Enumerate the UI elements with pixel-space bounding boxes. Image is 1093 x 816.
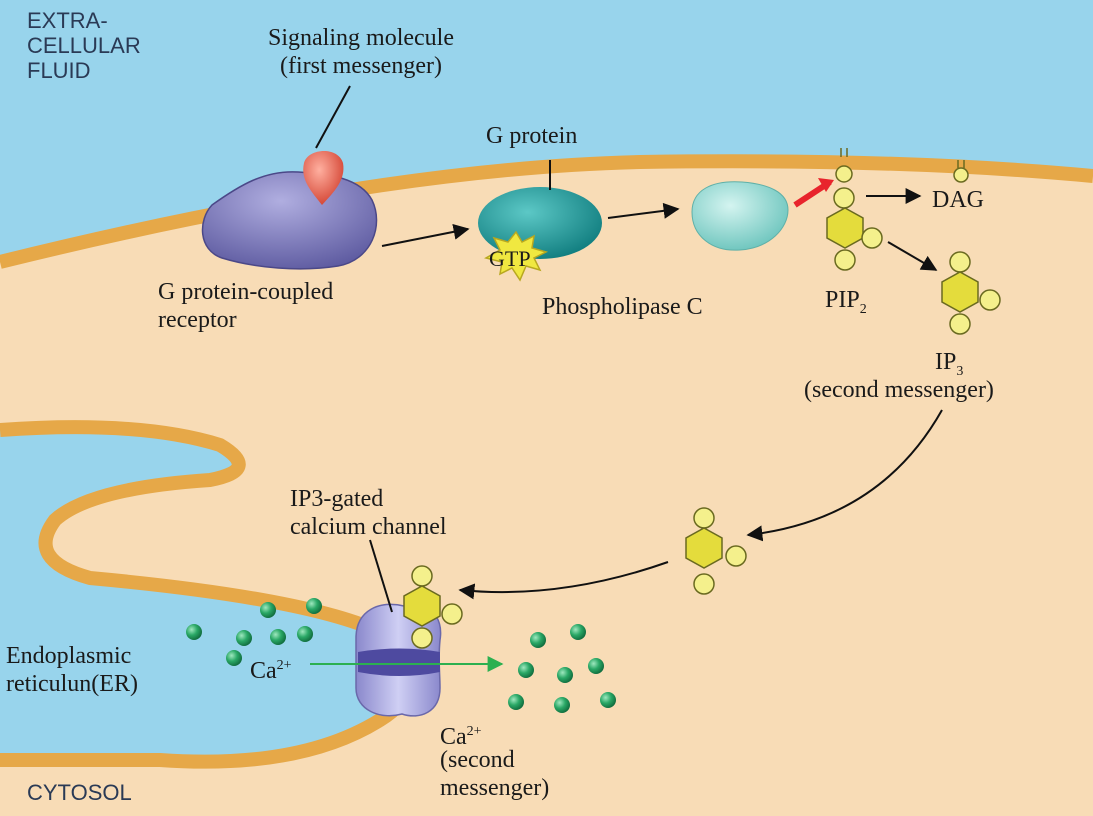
gpcr-text: G protein-coupled receptor (158, 279, 334, 333)
signaling-molecule (303, 150, 344, 205)
ca-inside-label: Ca2+ (250, 652, 292, 685)
pip2-label: PIP2 (825, 286, 867, 324)
cytosol-label: CYTOSOL (27, 780, 132, 805)
extracellular-text: EXTRA- CELLULAR FLUID (27, 8, 141, 83)
phospholipase-c-label: Phospholipase C (542, 294, 703, 320)
calcium-ions-er (186, 598, 322, 666)
gpcr-receptor (201, 171, 378, 270)
ca-released-sup: 2+ (466, 724, 482, 739)
ip3-bound-channel (403, 565, 463, 649)
signaling-pointer-line (315, 85, 351, 149)
ca-released-label: Ca2+ (440, 718, 482, 751)
channel-pore (358, 648, 440, 676)
ca-released-description: (second messenger) (440, 746, 549, 802)
ca-released-base: Ca (440, 724, 467, 750)
pip2-molecule (826, 148, 883, 271)
ip3-molecule (941, 251, 1001, 335)
ca-inside-sup: 2+ (276, 658, 292, 673)
gpcr-label: G protein-coupled receptor (158, 278, 333, 334)
ip3-base: IP (935, 349, 957, 375)
er-text: Endoplasmic reticulun(ER) (6, 643, 138, 697)
arrow-ip3-to-channel (458, 561, 669, 600)
ca-released-desc-text: (second messenger) (440, 747, 550, 801)
arrow-to-ip3 (887, 241, 938, 271)
er-membrane (0, 420, 417, 769)
pip2-base: PIP (825, 287, 860, 313)
signaling-molecule-label: Signaling molecule (first messenger) (256, 24, 466, 80)
channel-label: IP3-gated calcium channel (290, 485, 447, 541)
channel-text: IP3-gated calcium channel (290, 486, 447, 540)
ca-inside-base: Ca (250, 658, 277, 684)
ip3-label: IP3 (935, 348, 963, 386)
er-label: Endoplasmic reticulun(ER) (6, 642, 138, 698)
calcium-ions-cytosol (508, 624, 616, 713)
arrow-receptor-to-gprotein (381, 223, 470, 247)
arrow-ip3-diffuse (746, 409, 943, 542)
ip3-description: (second messenger) (804, 377, 994, 403)
dag-molecule (953, 160, 969, 183)
channel-pointer-line (369, 539, 393, 613)
extracellular-label: EXTRA- CELLULAR FLUID (27, 8, 141, 83)
gtp-label: GTP (489, 246, 531, 271)
ip3-molecule-cytosol (685, 507, 747, 595)
phospholipase-c (691, 181, 789, 251)
gtp-star (484, 230, 549, 282)
signaling-molecule-text: Signaling molecule (first messenger) (268, 25, 454, 79)
g-protein-label: G protein (486, 123, 578, 149)
pip2-sub: 2 (859, 301, 867, 317)
arrow-gprotein-to-plc (607, 202, 680, 219)
ip3-sub: 3 (956, 363, 964, 379)
dag-label: DAG (932, 187, 984, 213)
plc-activation-arrowhead (818, 178, 834, 192)
